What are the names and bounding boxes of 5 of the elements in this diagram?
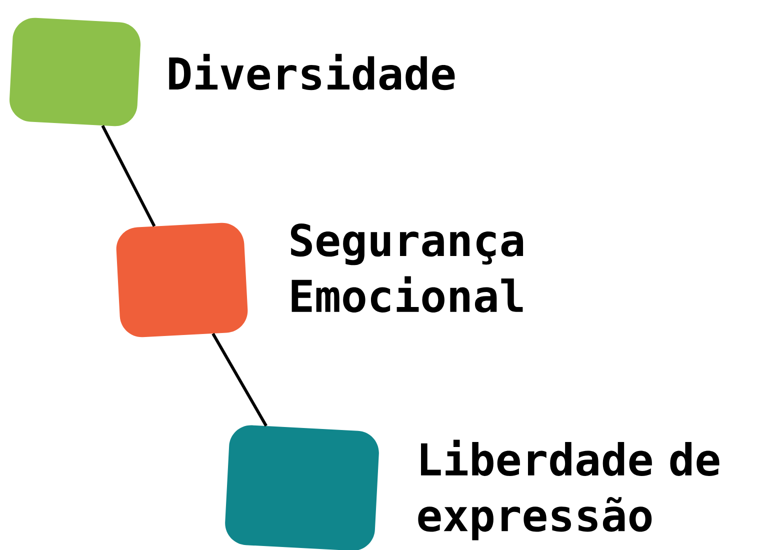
connector-line (101, 125, 156, 227)
node-label: Segurança Emocional (290, 224, 524, 312)
node-label: Liberdade de expressão (418, 440, 720, 540)
connector-line (212, 332, 268, 427)
node-label: Diversidade (169, 54, 455, 90)
